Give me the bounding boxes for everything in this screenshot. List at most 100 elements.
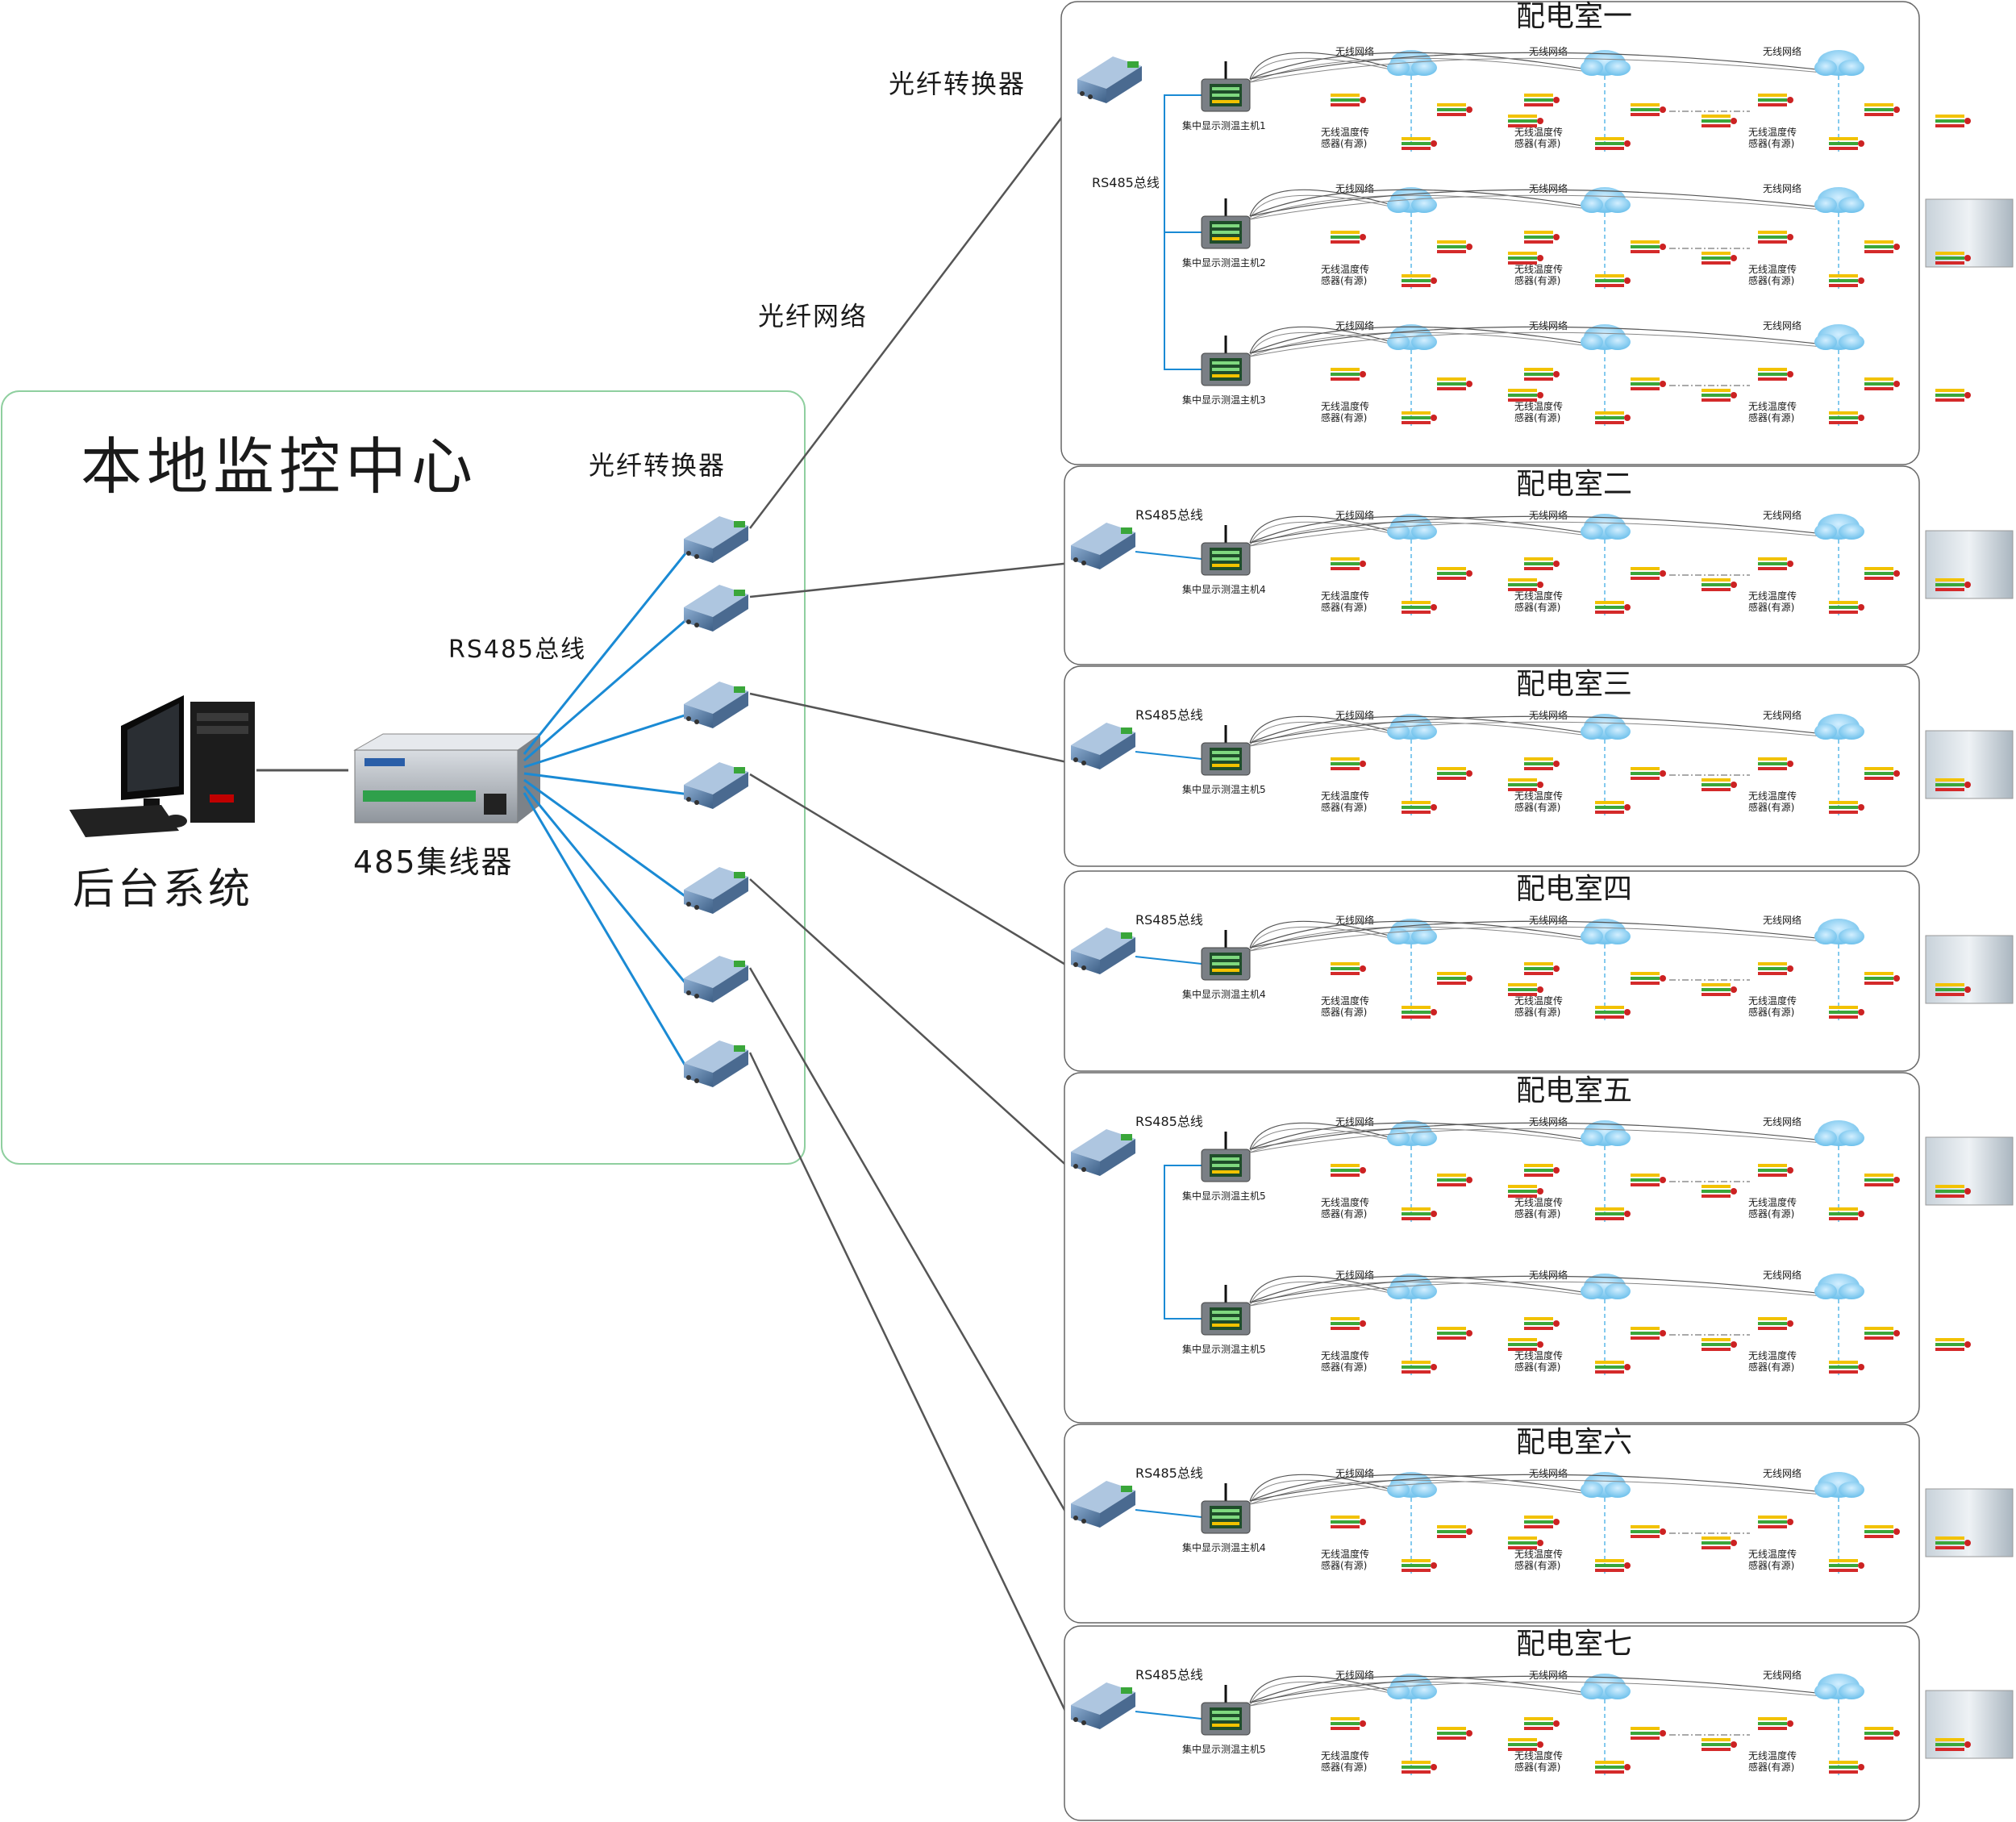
- sensor-icon: [1631, 103, 1666, 116]
- sensor-icon: [1508, 1536, 1543, 1549]
- sensor-label: 感器(有源): [1514, 1361, 1560, 1373]
- room-frame: [1064, 665, 1920, 867]
- wireless-network-label: 无线网络: [1335, 509, 1374, 521]
- center-converter-label: 光纤转换器: [589, 450, 726, 481]
- room-title: 配电室四: [1516, 873, 1632, 906]
- sensor-icon: [1437, 103, 1472, 116]
- sensor-label: 无线温度传: [1321, 1548, 1369, 1560]
- rs485-link: [523, 548, 691, 755]
- computer-icon: [69, 695, 255, 837]
- room-converter-icon: [1071, 928, 1135, 974]
- sensor-icon: [1758, 1164, 1793, 1177]
- sensor-icon: [1935, 1338, 1971, 1351]
- sensor-label: 感器(有源): [1321, 601, 1367, 613]
- sensor-label: 无线温度传: [1514, 590, 1563, 602]
- center-converter-icon: [684, 956, 748, 1003]
- room-frame: [1064, 870, 1920, 1072]
- wireless-network-label: 无线网络: [1335, 914, 1374, 926]
- sensor-icon: [1702, 983, 1737, 996]
- rs485-link: [523, 778, 690, 901]
- sensor-icon: [1864, 1174, 1900, 1186]
- sensor-icon: [1402, 1761, 1437, 1774]
- sensor-icon: [1758, 1717, 1793, 1730]
- sensor-icon: [1935, 778, 1971, 791]
- room-title: 配电室五: [1516, 1074, 1632, 1107]
- sensor-icon: [1402, 801, 1437, 814]
- sensor-icon: [1524, 962, 1560, 975]
- sensor-icon: [1864, 972, 1900, 985]
- sensor-label: 感器(有源): [1321, 274, 1367, 286]
- sensor-icon: [1935, 1738, 1971, 1751]
- sensor-icon: [1524, 557, 1560, 570]
- rs485-label: RS485总线: [1135, 1114, 1203, 1129]
- sensor-icon: [1864, 1727, 1900, 1740]
- sensor-icon: [1631, 1525, 1666, 1538]
- room-frame: [1064, 465, 1920, 665]
- sensor-label: 无线温度传: [1514, 1749, 1563, 1762]
- room-frame: [1064, 1625, 1920, 1821]
- fiber-link: [748, 967, 1073, 1522]
- room-converter-icon: [1071, 523, 1135, 569]
- sensor-label: 感器(有源): [1748, 411, 1794, 423]
- cloud-icon: [1581, 187, 1631, 213]
- cloud-icon: [1581, 1472, 1631, 1498]
- wireless-network-label: 无线网络: [1529, 1269, 1568, 1281]
- sensor-icon: [1829, 1761, 1864, 1774]
- sensor-icon: [1402, 601, 1437, 614]
- cloud-icon: [1581, 714, 1631, 740]
- sensor-icon: [1524, 1516, 1560, 1528]
- sensor-icon: [1524, 1164, 1560, 1177]
- sensor-label: 感器(有源): [1748, 1761, 1794, 1773]
- fiber-link: [749, 561, 1072, 598]
- sensor-icon: [1331, 368, 1366, 381]
- rs485-link: [523, 786, 691, 989]
- top-converter-label: 光纤转换器: [889, 69, 1026, 99]
- cloud-icon: [1581, 1120, 1631, 1146]
- monitoring-center-title: 本地监控中心: [81, 431, 477, 502]
- host-icon: [1201, 198, 1251, 249]
- host-label: 集中显示测温主机1: [1182, 119, 1266, 131]
- host-label: 集中显示测温主机4: [1182, 1541, 1266, 1553]
- sensor-label: 无线温度传: [1321, 126, 1369, 138]
- sensor-icon: [1402, 1559, 1437, 1572]
- sensor-icon: [1829, 1207, 1864, 1220]
- wireless-network-label: 无线网络: [1763, 1467, 1801, 1479]
- cloud-icon: [1814, 187, 1864, 213]
- sensor-icon: [1595, 1559, 1631, 1572]
- cloud-icon: [1814, 514, 1864, 540]
- wireless-network-label: 无线网络: [1529, 914, 1568, 926]
- host-icon: [1201, 336, 1251, 386]
- room-converter-icon: [1071, 1129, 1135, 1176]
- cloud-icon: [1581, 1274, 1631, 1299]
- wireless-network-label: 无线网络: [1529, 319, 1568, 331]
- sensor-label: 感器(有源): [1748, 1207, 1794, 1220]
- sensor-icon: [1331, 94, 1366, 106]
- wireless-network-label: 无线网络: [1763, 319, 1801, 331]
- wireless-network-label: 无线网络: [1763, 709, 1801, 721]
- sensor-icon: [1437, 767, 1472, 780]
- sensor-label: 无线温度传: [1321, 263, 1369, 275]
- wireless-network-label: 无线网络: [1335, 709, 1374, 721]
- room-title: 配电室七: [1516, 1628, 1632, 1661]
- cloud-icon: [1581, 919, 1631, 944]
- sensor-icon: [1331, 1516, 1366, 1528]
- distribution-room: 配电室四RS485总线集中显示测温主机4无线网络无线温度传感器(有源)无线网络无…: [1064, 870, 2014, 1072]
- sensor-icon: [1508, 1185, 1543, 1198]
- sensor-label: 无线温度传: [1748, 126, 1797, 138]
- distribution-rooms: 配电室一RS485总线集中显示测温主机1无线网络无线温度传感器(有源)无线网络无…: [1060, 0, 2014, 1821]
- cloud-icon: [1814, 50, 1864, 76]
- wireless-network-label: 无线网络: [1335, 319, 1374, 331]
- cloud-icon: [1814, 1120, 1864, 1146]
- sensor-icon: [1331, 557, 1366, 570]
- sensor-icon: [1331, 962, 1366, 975]
- cloud-icon: [1814, 714, 1864, 740]
- sensor-icon: [1631, 1174, 1666, 1186]
- sensor-label: 感器(有源): [1321, 1361, 1367, 1373]
- sensor-icon: [1758, 962, 1793, 975]
- sensor-icon: [1595, 601, 1631, 614]
- sensor-icon: [1935, 1185, 1971, 1198]
- backend-system-label: 后台系统: [73, 865, 253, 914]
- sensor-label: 无线温度传: [1321, 1749, 1369, 1762]
- rs485-bus-label: RS485总线: [448, 636, 586, 664]
- cloud-icon: [1814, 324, 1864, 350]
